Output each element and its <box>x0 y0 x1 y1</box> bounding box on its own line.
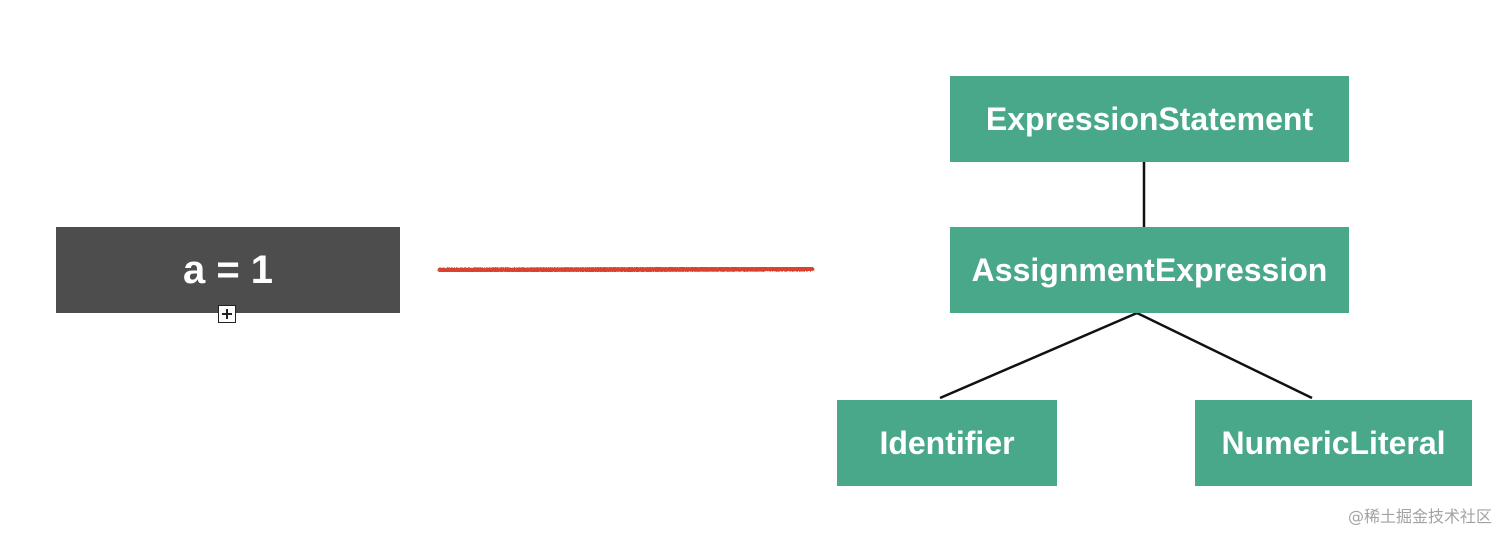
watermark-text: @稀土掘金技术社区 <box>1347 507 1492 526</box>
edge-assignment-to-identifier <box>939 311 1138 400</box>
source-code-box: a = 1 <box>56 227 400 313</box>
transform-arrow-line <box>437 266 815 273</box>
ast-node-identifier: Identifier <box>837 400 1057 486</box>
ast-node-label: ExpressionStatement <box>985 100 1314 137</box>
plus-square-icon[interactable] <box>218 305 236 323</box>
ast-node-assignment-expression: AssignmentExpression <box>950 227 1349 313</box>
ast-node-label: Identifier <box>879 424 1015 461</box>
ast-node-expression-statement: ExpressionStatement <box>950 76 1349 162</box>
ast-node-label: AssignmentExpression <box>971 251 1328 288</box>
source-code-text: a = 1 <box>182 247 274 292</box>
ast-node-label: NumericLiteral <box>1221 424 1446 461</box>
edge-assignment-to-numeric-literal <box>1136 311 1313 400</box>
ast-node-numeric-literal: NumericLiteral <box>1195 400 1472 486</box>
